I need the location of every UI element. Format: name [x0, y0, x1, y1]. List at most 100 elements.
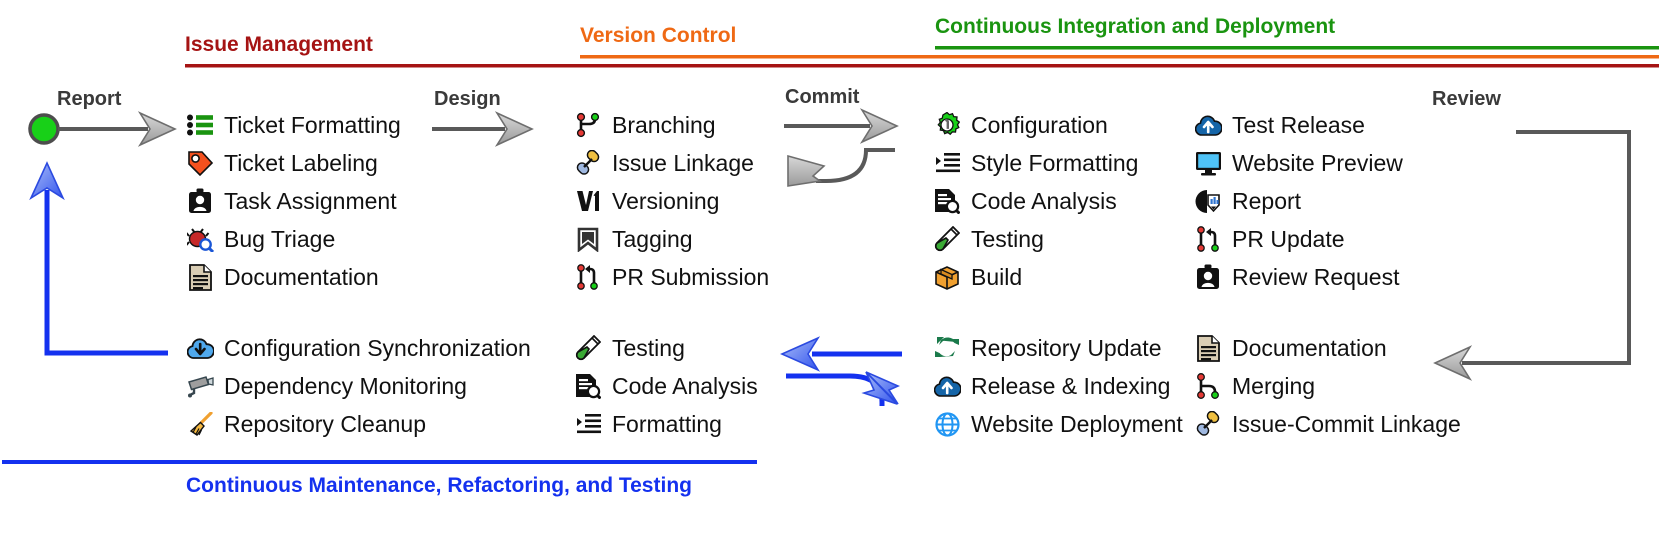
list-item-label: Report	[1232, 187, 1302, 214]
commit-return-arrow-head	[787, 154, 826, 187]
list-item-label: Website Deployment	[971, 410, 1183, 437]
list-item[interactable]: Website Preview	[1193, 144, 1403, 182]
section-title-version-control: Version Control	[580, 24, 737, 47]
list-item[interactable]: Report	[1193, 182, 1403, 220]
gear-wrench-icon	[932, 111, 962, 139]
list-item[interactable]: Issue Linkage	[573, 144, 769, 182]
list-item-label: Ticket Labeling	[224, 149, 378, 176]
column-issue-management: Ticket Formatting Ticket Labeling Task A…	[185, 106, 401, 296]
list-item-label: Dependency Monitoring	[224, 372, 467, 399]
list-item-label: PR Update	[1232, 225, 1345, 252]
maintenance-curve	[786, 373, 885, 406]
column-cicd-left: Configuration Style Formatting Code Anal…	[932, 106, 1138, 296]
list-item[interactable]: Issue-Commit Linkage	[1193, 405, 1461, 443]
package-icon	[932, 263, 962, 291]
list-item-label: Code Analysis	[612, 372, 758, 399]
list-item[interactable]: Merging	[1193, 367, 1461, 405]
list-item-label: Formatting	[612, 410, 722, 437]
list-item[interactable]: Tagging	[573, 220, 769, 258]
list-item[interactable]: Ticket Labeling	[185, 144, 401, 182]
cloud-upload-icon	[932, 372, 962, 400]
list-item-label: Versioning	[612, 187, 720, 214]
link-icon	[573, 149, 603, 177]
list-item[interactable]: Review Request	[1193, 258, 1403, 296]
review-arrow-head	[1433, 345, 1473, 381]
list-item[interactable]: Style Formatting	[932, 144, 1138, 182]
rule-cicd	[935, 46, 1659, 50]
rule-maintenance	[2, 460, 757, 464]
review-path	[1462, 130, 1631, 365]
chart-report-icon	[1193, 187, 1223, 215]
column-maintenance-2: Testing Code Analysis Formatting	[573, 329, 758, 443]
list-item-label: Merging	[1232, 372, 1316, 399]
list-item-label: Configuration	[971, 111, 1108, 138]
pull-request-update-icon	[1193, 225, 1223, 253]
list-item[interactable]: Testing	[932, 220, 1138, 258]
globe-icon	[932, 410, 962, 438]
list-item-label: Task Assignment	[224, 187, 397, 214]
cloud-download-icon	[185, 334, 215, 362]
list-item[interactable]: Configuration Synchronization	[185, 329, 531, 367]
list-item-label: Documentation	[224, 263, 379, 290]
list-item[interactable]: Release & Indexing	[932, 367, 1183, 405]
column-maintenance-1: Configuration Synchronization Dependency…	[185, 329, 531, 443]
list-item-label: Review Request	[1232, 263, 1400, 290]
list-green-icon	[185, 111, 215, 139]
cloud-upload-icon	[1193, 111, 1223, 139]
section-title-issue-management: Issue Management	[185, 33, 373, 56]
column-maintenance-3: Repository Update Release & Indexing Web…	[932, 329, 1183, 443]
list-item[interactable]: PR Update	[1193, 220, 1403, 258]
person-badge-icon	[185, 187, 215, 215]
maintenance-curve-arrow-head-2	[861, 371, 898, 405]
rule-issue-management	[185, 64, 1659, 68]
list-item[interactable]: Branching	[573, 106, 769, 144]
document-icon	[185, 263, 215, 291]
maintenance-loop	[44, 190, 168, 356]
document-icon	[1193, 334, 1223, 362]
indent-icon	[932, 149, 962, 177]
list-item[interactable]: Documentation	[185, 258, 401, 296]
list-item-label: Testing	[971, 225, 1044, 252]
list-item-label: Documentation	[1232, 334, 1387, 361]
list-item[interactable]: Repository Cleanup	[185, 405, 531, 443]
list-item[interactable]: Task Assignment	[185, 182, 401, 220]
list-item-label: Bug Triage	[224, 225, 336, 252]
list-item-label: Build	[971, 263, 1023, 290]
monitor-icon	[1193, 149, 1223, 177]
broom-icon	[185, 410, 215, 438]
flow-label-design: Design	[434, 88, 501, 110]
list-item-label: Ticket Formatting	[224, 111, 401, 138]
list-item[interactable]: Formatting	[573, 405, 758, 443]
list-item[interactable]: Code Analysis	[932, 182, 1138, 220]
test-tube-icon	[932, 225, 962, 253]
list-item[interactable]: Versioning	[573, 182, 769, 220]
maintenance-return-arrow-head	[780, 336, 821, 372]
list-item[interactable]: Build	[932, 258, 1138, 296]
list-item[interactable]: Configuration	[932, 106, 1138, 144]
sync-arrows-icon	[932, 334, 962, 362]
list-item[interactable]: Website Deployment	[932, 405, 1183, 443]
pull-request-icon	[573, 263, 603, 291]
list-item-label: Website Preview	[1232, 149, 1403, 176]
version-tag-icon	[573, 187, 603, 215]
column-version-control: Branching Issue Linkage Versioning Taggi…	[573, 106, 769, 296]
list-item[interactable]: Ticket Formatting	[185, 106, 401, 144]
bookmark-icon	[573, 225, 603, 253]
list-item[interactable]: Repository Update	[932, 329, 1183, 367]
list-item[interactable]: Dependency Monitoring	[185, 367, 531, 405]
flow-label-report: Report	[57, 88, 122, 110]
bottom-banner-label: Continuous Maintenance, Refactoring, and…	[186, 474, 692, 497]
list-item-label: PR Submission	[612, 263, 770, 290]
list-item[interactable]: Documentation	[1193, 329, 1461, 367]
start-node	[28, 113, 60, 145]
person-badge-icon	[1193, 263, 1223, 291]
list-item[interactable]: Test Release	[1193, 106, 1403, 144]
indent-icon	[573, 410, 603, 438]
list-item[interactable]: Code Analysis	[573, 367, 758, 405]
list-item[interactable]: Bug Triage	[185, 220, 401, 258]
list-item-label: Configuration Synchronization	[224, 334, 531, 361]
list-item[interactable]: PR Submission	[573, 258, 769, 296]
list-item[interactable]: Testing	[573, 329, 758, 367]
link-icon	[1193, 410, 1223, 438]
